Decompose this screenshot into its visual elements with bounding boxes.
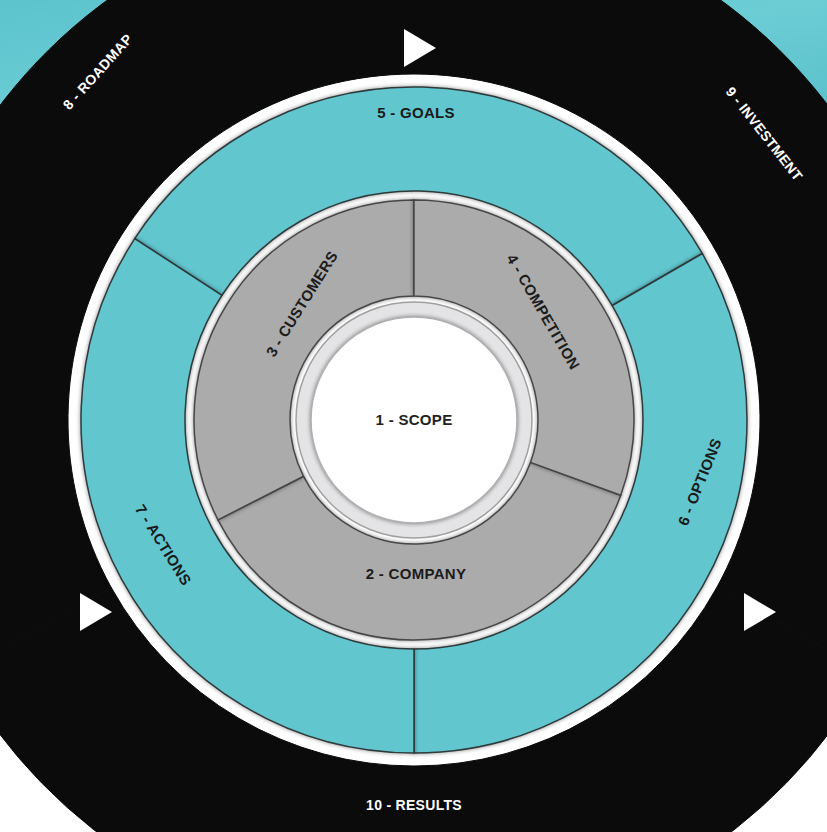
segment-shape: [81, 239, 414, 753]
arrow-triangle: [744, 593, 776, 631]
segment-shape: [414, 0, 827, 672]
segment-shape: [135, 87, 703, 306]
segment-shape: [218, 462, 621, 640]
segment-label: 3 - CUSTOMERS: [262, 248, 341, 360]
arrow-triangle: [80, 593, 112, 631]
segment-label: 10 - RESULTS: [366, 797, 462, 814]
white-gap-ring: [68, 74, 760, 766]
segment-label: 4 - COMPETITION: [503, 251, 584, 373]
segment-shape: [194, 200, 414, 520]
segment-label: 1 - SCOPE: [376, 411, 453, 429]
segment-label: 7 - ACTIONS: [131, 501, 195, 588]
arrow-triangle: [404, 29, 436, 67]
inner-ring: [296, 302, 532, 538]
segment-shape: [311, 317, 517, 523]
segment-label: 8 - ROADMAP: [60, 31, 137, 113]
segment-shape: [0, 0, 414, 672]
segment-shape: [414, 200, 634, 495]
segment-shape: [0, 588, 827, 832]
segment-label: 2 - COMPANY: [366, 565, 467, 583]
segment-label: 6 - OPTIONS: [674, 436, 725, 528]
segment-label: 5 - GOALS: [377, 104, 455, 122]
segment-shape: [414, 254, 747, 754]
segment-label: 9 - INVESTMENT: [722, 84, 806, 185]
